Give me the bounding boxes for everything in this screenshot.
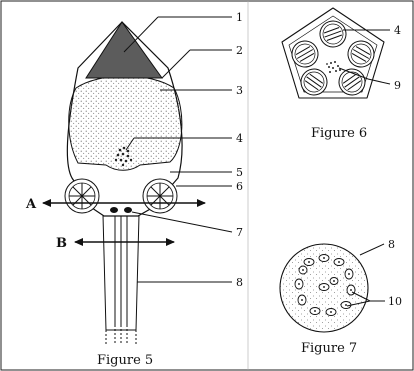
label-10: 10	[388, 295, 402, 308]
gland-right	[124, 207, 132, 213]
section-label-a: A	[25, 197, 37, 212]
label-4: 4	[236, 132, 243, 145]
figure-6: 4 9 Figure 6	[282, 8, 401, 141]
figure-5: 1 2 3 4 5 6 7 8 A B Figure 5	[25, 11, 243, 368]
section-label-b: B	[56, 236, 67, 251]
label-3: 3	[236, 84, 243, 97]
label-8-fig7: 8	[388, 238, 395, 251]
label-8: 8	[236, 276, 243, 289]
label-5: 5	[236, 166, 243, 179]
figure-6-caption: Figure 6	[311, 126, 367, 141]
label-7: 7	[236, 226, 243, 239]
label-1: 1	[236, 11, 243, 24]
label-4-fig6: 4	[394, 24, 401, 37]
label-2: 2	[236, 44, 243, 57]
label-6: 6	[236, 180, 243, 193]
anther-left	[65, 179, 99, 213]
anther-right	[143, 179, 177, 213]
gland-left	[110, 207, 118, 213]
figure-7: 8 10 Figure 7	[280, 238, 402, 356]
figure-5-caption: Figure 5	[97, 353, 153, 368]
label-9: 9	[394, 79, 401, 92]
figure-7-caption: Figure 7	[301, 341, 357, 356]
